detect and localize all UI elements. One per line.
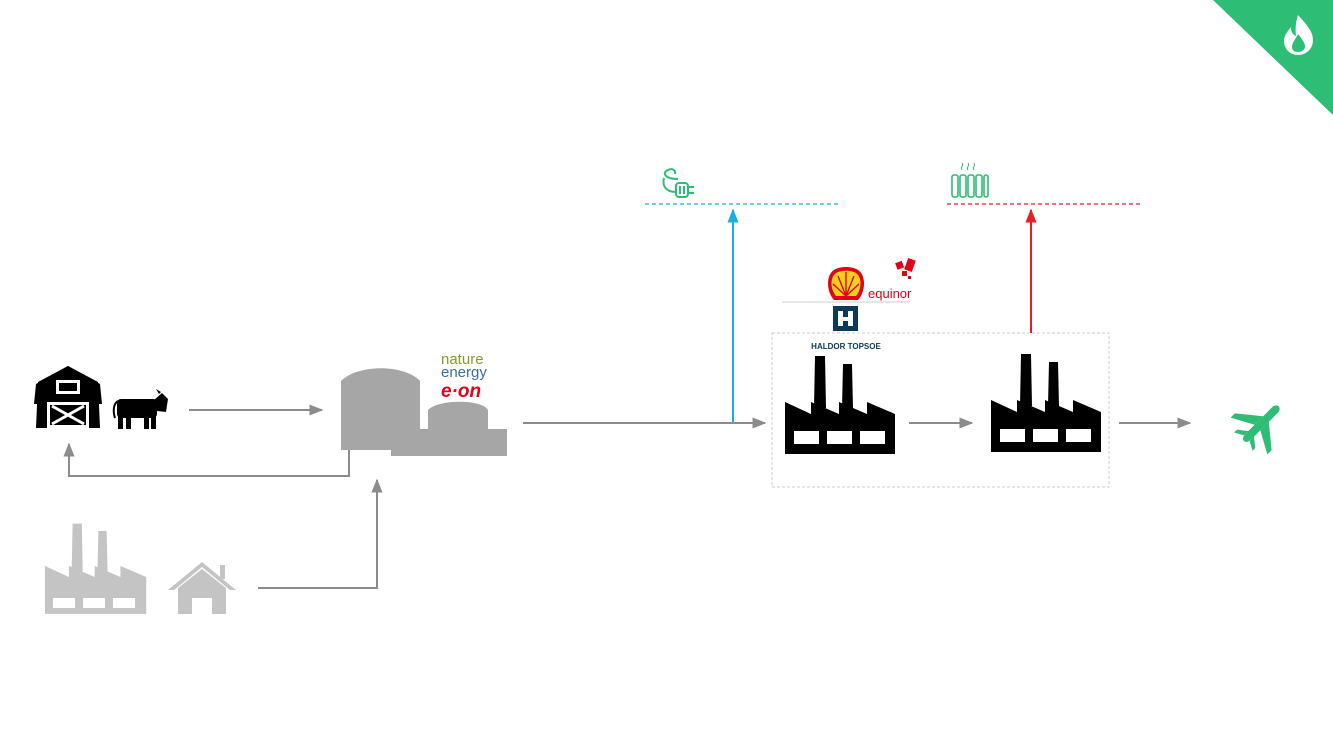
nature-energy-logo: nature energy	[441, 351, 487, 381]
factory-windows-2	[1000, 429, 1091, 442]
shell-logo	[828, 267, 864, 300]
nature-energy-line2: energy	[441, 364, 487, 381]
eon-logo: e·on	[441, 381, 481, 402]
electricity-output	[645, 168, 840, 423]
haldor-topsoe-logo: HALDOR TOPSOE	[811, 306, 881, 351]
haldor-topsoe-text: HALDOR TOPSOE	[811, 342, 881, 351]
heat-output	[947, 162, 1143, 333]
conversion-group-box	[771, 332, 1110, 488]
barn-icon	[34, 366, 102, 428]
equinor-logo-text: equinor	[868, 286, 912, 301]
radiator-icon	[951, 162, 989, 198]
factory-windows-gray	[53, 598, 135, 608]
digestate-return-arrow	[63, 442, 350, 477]
corner-badge	[1213, 0, 1333, 115]
waste-to-biogas-arrow	[258, 478, 383, 589]
nature-energy-line1: nature	[441, 351, 484, 368]
airplane-icon	[1230, 405, 1280, 455]
biogas-plant-icon	[341, 368, 507, 456]
house-icon	[168, 562, 236, 614]
factory-windows-1	[794, 431, 885, 444]
flame-icon	[1284, 15, 1313, 55]
equinor-logo: equinor	[868, 257, 916, 301]
plug-icon	[662, 168, 694, 198]
cow-icon	[112, 389, 168, 429]
